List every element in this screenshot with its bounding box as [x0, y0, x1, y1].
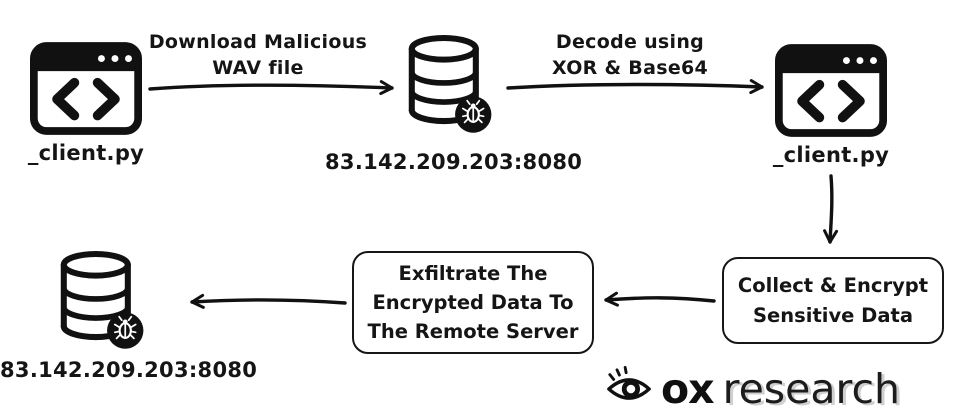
collect-encrypt-box: Collect & Encrypt Sensitive Data	[722, 257, 944, 344]
brand-name-light: research	[722, 365, 900, 413]
exfiltrate-box: Exfiltrate The Encrypted Data To The Rem…	[352, 251, 594, 354]
brand-name-bold: ox	[661, 365, 715, 413]
bug-icon	[455, 96, 492, 133]
database-icon	[408, 34, 492, 133]
edge-decode-label: Decode using XOR & Base64	[551, 31, 709, 79]
code-window-icon	[30, 42, 142, 135]
server-bottom-label: 83.142.209.203:8080	[0, 358, 258, 382]
arrow-client-to-collect	[823, 174, 839, 244]
arrow-collect-to-exfiltrate	[604, 291, 716, 307]
arrow-exfiltrate-to-server	[190, 293, 347, 309]
brand-logo: ox research	[606, 364, 900, 414]
code-window-icon	[775, 44, 887, 137]
client-left-label: _client.py	[27, 141, 145, 165]
server-top-label: 83.142.209.203:8080	[325, 150, 583, 174]
bug-icon	[107, 312, 144, 349]
edge-download-label: Download Malicious WAV file	[148, 31, 368, 79]
arrow-decode	[506, 79, 764, 95]
client-right-label: _client.py	[772, 143, 890, 167]
arrow-download	[148, 80, 394, 96]
eye-icon	[607, 366, 651, 400]
database-icon	[60, 250, 144, 349]
